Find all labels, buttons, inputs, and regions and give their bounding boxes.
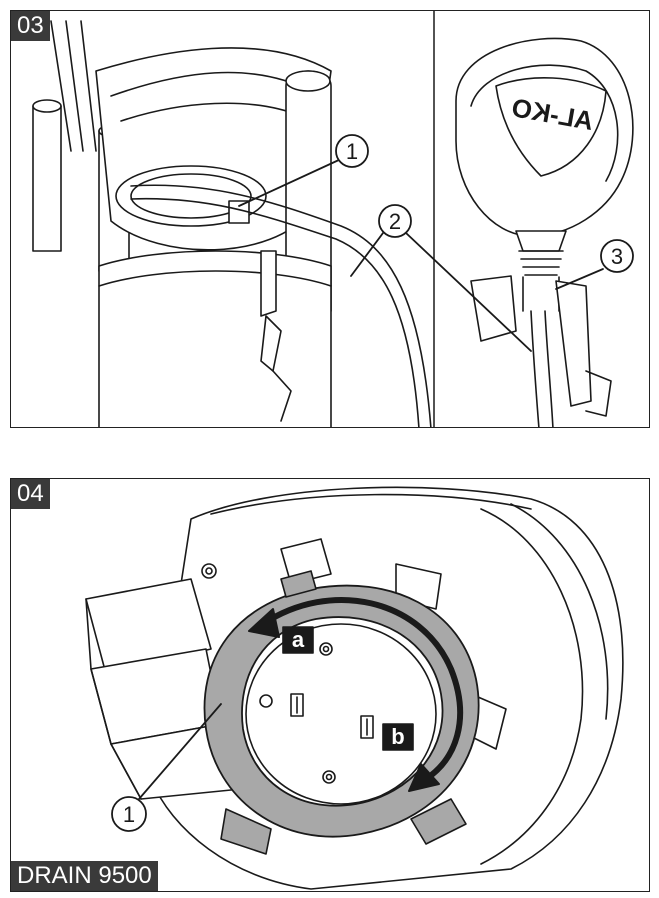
arrow-label-a: a xyxy=(292,627,305,652)
arrow-label-b: b xyxy=(391,724,404,749)
pump-base-ring-illustration: a b 1 xyxy=(85,486,624,890)
step-number-badge: 04 xyxy=(11,479,50,509)
pump-cable-illustration: AL-KO 1 2 3 xyxy=(32,11,634,427)
callout-3: 3 xyxy=(611,244,623,269)
callout-1: 1 xyxy=(346,139,358,164)
step-number-badge: 03 xyxy=(11,11,50,41)
callout-2: 2 xyxy=(389,209,401,234)
figure-panel-04: 04 xyxy=(10,478,650,892)
callout-1: 1 xyxy=(123,802,135,827)
model-name-badge: DRAIN 9500 xyxy=(11,861,158,891)
figure-panel-03: 03 xyxy=(10,10,650,428)
